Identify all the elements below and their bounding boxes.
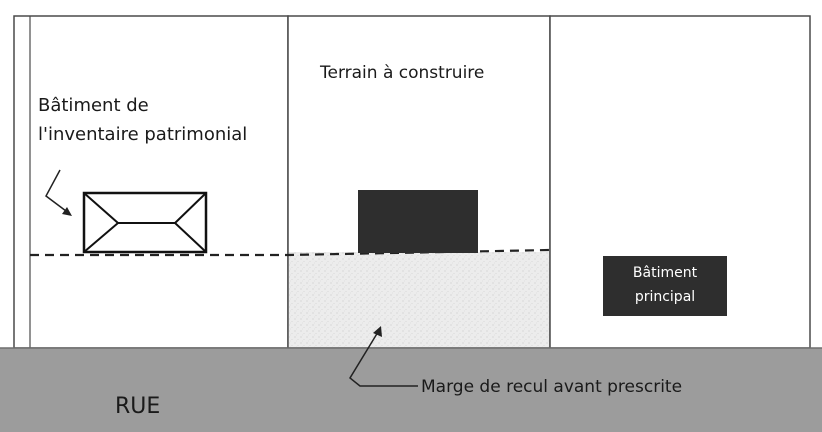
setback-zone: [289, 252, 549, 347]
setback-pointer-arrow: [349, 326, 418, 387]
main-building-label-1: Bâtiment: [633, 265, 698, 281]
main-building-label-2: principal: [635, 289, 695, 305]
hip-roof-building-icon: [82, 191, 208, 254]
lot-to-build-label: Terrain à construire: [319, 63, 484, 83]
lot-left: [13, 15, 289, 349]
setback-label: Marge de recul avant prescrite: [421, 377, 682, 397]
heritage-building-label-2: l'inventaire patrimonial: [38, 124, 247, 145]
street-label: RUE: [115, 394, 160, 419]
setback-line: [30, 248, 551, 257]
heritage-pointer-arrow: [45, 169, 72, 216]
main-building: [603, 256, 727, 316]
street-band: [0, 348, 822, 432]
heritage-building-label-1: Bâtiment de: [38, 95, 149, 116]
new-building: [358, 190, 478, 253]
